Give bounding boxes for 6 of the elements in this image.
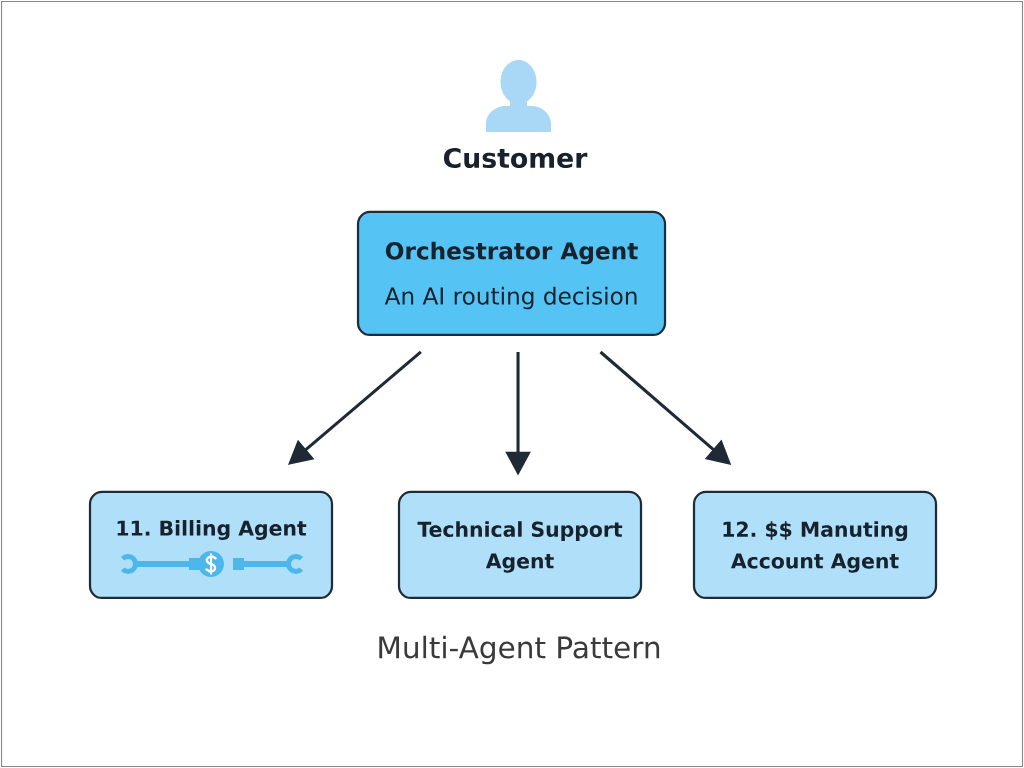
person-label: Customer bbox=[443, 147, 588, 169]
agent-box: 12. $$ Manuting Account Agent bbox=[692, 490, 938, 600]
caption: Multi-Agent Pattern bbox=[379, 635, 660, 665]
agent-box: Technical Support Agent bbox=[397, 490, 643, 600]
agent-box: Orchestrator Agent An AI routing decision bbox=[356, 210, 667, 337]
agent-box: 11. Billing Agent bbox=[88, 490, 334, 600]
